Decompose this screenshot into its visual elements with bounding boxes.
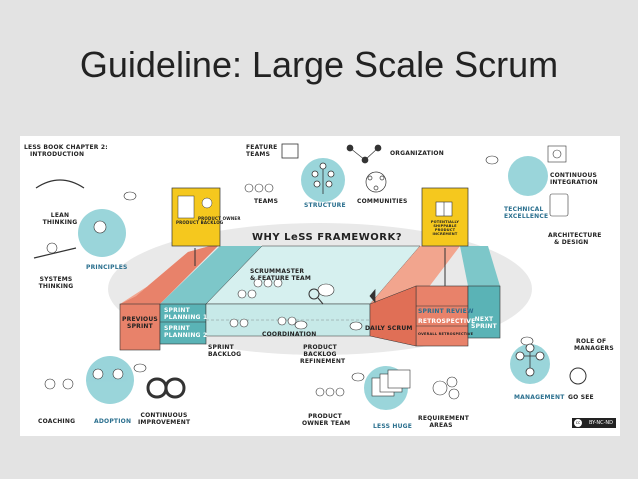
sprint-review-label: SPRINT REVIEW — [418, 308, 474, 315]
lean-thinking-label-2: THINKING — [42, 219, 78, 226]
communities-label: COMMUNITIES — [357, 198, 408, 205]
lean-bridge-icon — [35, 179, 85, 189]
organization-label: ORGANIZATION — [390, 150, 444, 157]
feature-teams-label-1: FEATURE — [246, 144, 278, 151]
next-sprint-label-2: SPRINT — [471, 323, 497, 330]
license-badge: cc BY-NC-ND — [572, 418, 616, 428]
architecture-design-label-2: & DESIGN — [554, 239, 589, 246]
principles-label: PRINCIPLES — [86, 264, 128, 271]
sprint-planning-2-label-1: SPRINT — [164, 325, 190, 332]
go-see-label: GO SEE — [568, 394, 594, 401]
architecture-design-label-1: ARCHITECTURE — [548, 232, 602, 239]
systems-thinking-label-1: SYSTEMS — [39, 276, 73, 283]
structure-label: STRUCTURE — [304, 202, 346, 209]
next-sprint-block — [467, 285, 501, 339]
continuous-integration-label-2: INTEGRATION — [550, 179, 598, 186]
sprint-backlog-label-2: BACKLOG — [208, 351, 242, 358]
sprint-planning-1-label-2: PLANNING 1 — [164, 314, 208, 321]
less-book-label-2: INTRODUCTION — [30, 151, 85, 158]
technical-excellence-label-2: EXCELLENCE — [504, 213, 549, 220]
next-sprint-top — [460, 246, 500, 286]
role-of-managers-label-2: MANAGERS — [574, 345, 614, 352]
sprint-planning-2-label-2: PLANNING 2 — [164, 332, 208, 339]
systems-seesaw-icon — [33, 247, 77, 259]
poster-illustration — [33, 143, 587, 410]
scrummaster-label-1: SCRUMMASTER — [250, 268, 305, 275]
feature-teams-label-2: TEAMS — [246, 151, 271, 158]
less-framework-poster: WHY LeSS FRAMEWORK? PRODUCT BACKLOG PROD… — [20, 136, 620, 436]
management-label: MANAGEMENT — [514, 394, 565, 401]
scrummaster-label-2: & FEATURE TEAM — [250, 275, 312, 282]
requirement-areas-label-2: AREAS — [429, 422, 453, 429]
feature-team-cards-icon — [281, 143, 299, 159]
continuous-improvement-label-2: IMPROVEMENT — [138, 419, 191, 426]
go-see-eye-icon — [569, 367, 587, 385]
less-huge-label: LeSS HUGE — [373, 423, 413, 430]
less-huge-stack-icon — [371, 369, 411, 397]
previous-sprint-block — [119, 303, 161, 351]
coordination-label: COORDINATION — [262, 331, 317, 338]
management-network-icon — [515, 343, 545, 377]
product-owner-team-label-2: OWNER TEAM — [302, 420, 351, 427]
license-text: BY-NC-ND — [588, 420, 613, 426]
overall-retrospective-label: OVERALL RETROSPECTIVE — [418, 332, 474, 336]
signpost-left-text-1: PRODUCT BACKLOG — [176, 220, 224, 225]
sprint-review-block — [415, 285, 469, 347]
magnifier-icon — [308, 288, 320, 300]
continuous-improvement-label-1: CONTINUOUS — [140, 412, 188, 419]
signpost-left-text-2: PRODUCT OWNER — [198, 216, 241, 221]
cc-icon: cc — [574, 419, 582, 427]
adoption-label: ADOPTION — [94, 418, 132, 425]
requirement-areas-icon — [432, 376, 460, 400]
retrospective-label: RETROSPECTIVE — [418, 318, 476, 325]
daily-scrum-label: DAILY SCRUM — [365, 325, 413, 332]
sprint-review-side — [369, 285, 417, 347]
pbr-label-3: REFINEMENT — [300, 358, 346, 365]
previous-sprint-label-1: PREVIOUS — [122, 316, 158, 323]
architecture-tablet-icon — [549, 193, 569, 217]
slide-title: Guideline: Large Scale Scrum — [79, 44, 559, 85]
signpost-right-text: POTENTIALLY SHIPPABLE PRODUCT INCREMENT — [430, 220, 460, 236]
coaching-label: COACHING — [38, 418, 76, 425]
structure-tree-icon — [311, 162, 335, 194]
lean-thinking-label-1: LEAN — [50, 212, 70, 219]
sprint-planning-top — [160, 246, 262, 304]
teams-label: TEAMS — [254, 198, 279, 205]
product-owner-head — [201, 197, 213, 209]
sprint-planning-1-label-1: SPRINT — [164, 307, 190, 314]
technical-excellence-label-1: TECHNICAL — [504, 206, 544, 213]
less-book-label-1: LeSS BOOK CHAPTER 2: — [24, 144, 108, 151]
lean-teal-circle — [78, 209, 126, 257]
adoption-teal-circle — [86, 356, 134, 404]
requirement-areas-label-1: REQUIREMENT — [418, 415, 470, 422]
organization-network-icon — [346, 144, 382, 164]
previous-sprint-front — [120, 246, 218, 304]
pbr-label-2: BACKLOG — [303, 351, 337, 358]
ci-teal-circle — [508, 156, 548, 196]
continuous-integration-icon — [547, 145, 567, 163]
pbr-label-1: PRODUCT — [303, 344, 337, 351]
communities-network-icon — [365, 171, 387, 193]
sprint-review-top — [370, 246, 460, 304]
why-less-framework-title: WHY LeSS FRAMEWORK? — [252, 232, 403, 243]
product-owner-team-label-1: PRODUCT — [308, 413, 342, 420]
role-of-managers-label-1: ROLE OF — [576, 338, 607, 345]
product-backlog-paper — [177, 195, 195, 219]
systems-thinking-label-2: THINKING — [38, 283, 74, 290]
signpost-right — [421, 187, 469, 247]
next-sprint-label-1: NEXT — [474, 316, 494, 323]
previous-sprint-label-2: SPRINT — [127, 323, 153, 330]
continuous-integration-label-1: CONTINUOUS — [550, 172, 598, 179]
infinity-icon — [146, 377, 186, 399]
sprint-backlog-label-1: SPRINT — [208, 344, 234, 351]
